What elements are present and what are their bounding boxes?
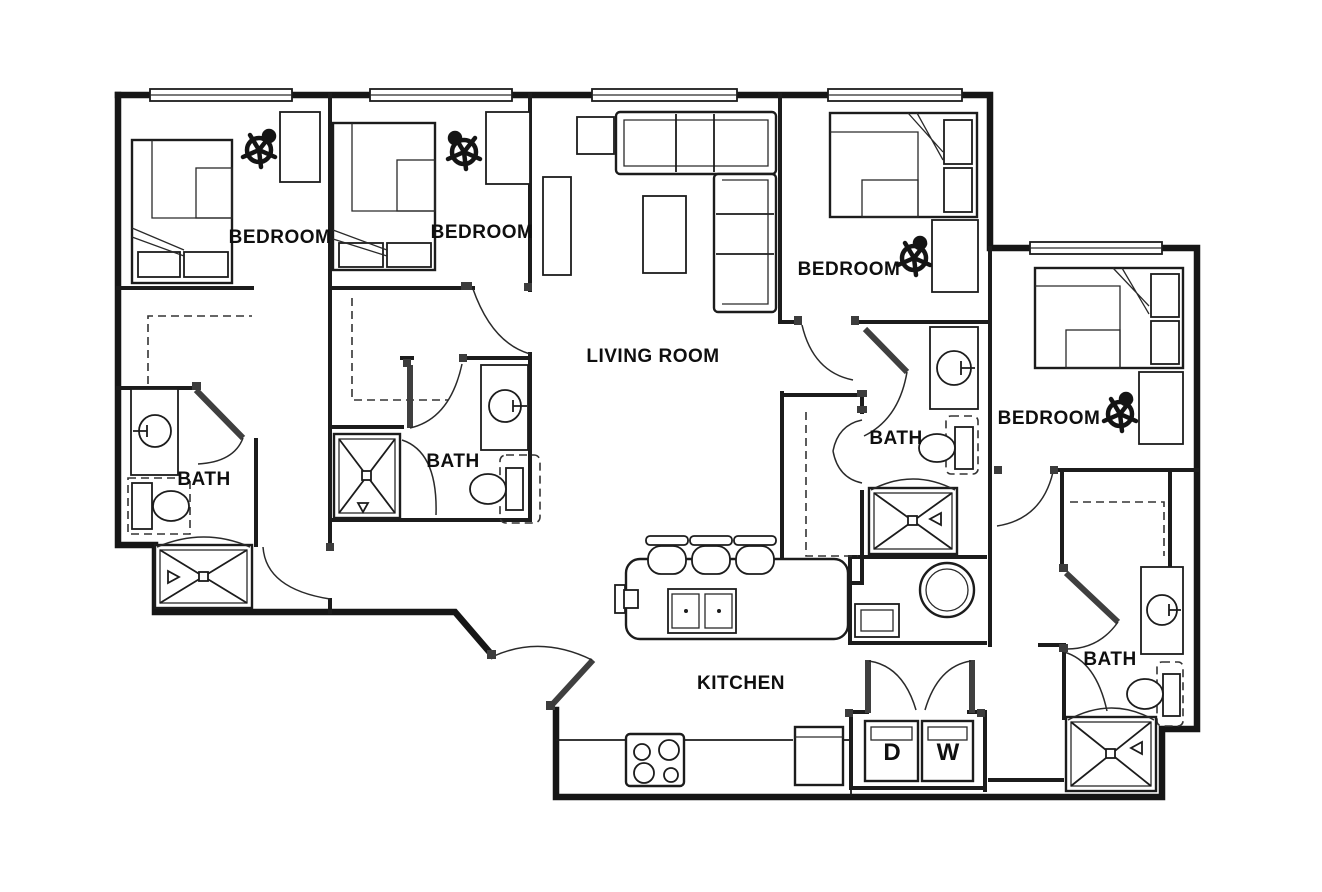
bed-icon <box>130 138 234 285</box>
room-label-bath-1: BATH <box>177 469 230 490</box>
shower-icon <box>332 432 437 520</box>
entry-door-icon <box>493 645 596 710</box>
door-icon <box>832 419 863 452</box>
dryer-label: D <box>883 739 900 766</box>
bed-icon <box>828 111 979 219</box>
window-icon <box>591 88 738 102</box>
shower-icon <box>867 478 959 556</box>
desk-icon <box>279 111 321 183</box>
stove-icon <box>624 732 686 788</box>
dryer-icon <box>863 719 920 783</box>
room-label-living-room: LIVING ROOM <box>586 346 719 367</box>
room-label-bedroom-4: BEDROOM <box>998 408 1101 429</box>
kitchen-sink-icon <box>667 588 737 634</box>
door-icon <box>472 288 531 355</box>
closet-icon <box>805 412 858 557</box>
door-icon <box>1063 570 1121 650</box>
closet-icon <box>147 315 252 384</box>
room-label-bedroom-1: BEDROOM <box>229 227 332 248</box>
door-icon <box>262 546 331 600</box>
door-icon <box>407 363 463 429</box>
bath-fixtures <box>127 326 1184 793</box>
bar-stool-icon <box>689 535 733 575</box>
closet-icon <box>351 298 448 401</box>
water-heater-icon <box>918 561 976 619</box>
washer-label: W <box>937 739 960 766</box>
window-icon <box>827 88 963 102</box>
tv-console-icon <box>542 176 572 276</box>
faucet-icon <box>614 584 639 614</box>
window-icon <box>1029 241 1163 255</box>
door-icon <box>1063 651 1108 712</box>
door-icon <box>996 471 1054 527</box>
coffee-table-icon <box>642 195 687 274</box>
room-label-kitchen: KITCHEN <box>697 673 785 694</box>
sink-icon <box>929 326 979 410</box>
labels: BEDROOM BEDROOM BEDROOM BEDROOM LIVING R… <box>177 222 1136 766</box>
bed-icon <box>331 121 437 272</box>
room-label-bath-3: BATH <box>869 428 922 449</box>
utility-box-icon <box>854 603 900 638</box>
interior-walls <box>116 93 1199 797</box>
door-icon <box>865 660 975 713</box>
desk-chair-icon <box>445 130 483 172</box>
bar-stool-icon <box>733 535 777 575</box>
desk-chair-icon <box>240 128 278 170</box>
sink-icon <box>1140 566 1184 655</box>
toilet-icon <box>469 454 541 524</box>
exterior-wall-east <box>114 91 1201 801</box>
kitchen-fixtures <box>614 535 976 788</box>
windows <box>149 88 1163 255</box>
sink-icon <box>130 388 179 476</box>
window-icon <box>369 88 513 102</box>
door-icon <box>193 387 246 465</box>
bed-icon <box>1033 266 1185 370</box>
desk-icon <box>1138 371 1184 445</box>
room-label-bath-4: BATH <box>1083 649 1136 670</box>
furniture <box>130 110 1185 445</box>
desk-chair-icon <box>1101 391 1139 434</box>
bar-stool-icon <box>645 535 689 575</box>
toilet-icon <box>127 477 191 535</box>
door-jambs <box>192 282 1068 717</box>
shower-icon <box>1064 707 1158 793</box>
side-table-icon <box>576 116 615 155</box>
closet-icons <box>147 298 1165 557</box>
desk-chair-icon <box>895 235 933 278</box>
desk-icon <box>485 111 531 185</box>
refrigerator-icon <box>793 725 845 787</box>
closet-icon <box>1070 501 1165 556</box>
room-label-bedroom-2: BEDROOM <box>431 222 534 243</box>
sectional-sofa-icon <box>614 110 778 314</box>
desk-icon <box>931 219 979 293</box>
washer-icon <box>920 719 975 783</box>
toilet-icon <box>918 415 979 475</box>
shower-icon <box>153 536 254 610</box>
toilet-icon <box>1126 661 1184 727</box>
room-label-bath-2: BATH <box>426 451 479 472</box>
sink-icon <box>480 364 529 451</box>
door-icon <box>801 324 854 381</box>
room-label-bedroom-3: BEDROOM <box>798 259 901 280</box>
door-icon <box>832 450 863 484</box>
window-icon <box>149 88 293 102</box>
doors <box>192 282 1121 717</box>
door-icon <box>862 326 910 437</box>
